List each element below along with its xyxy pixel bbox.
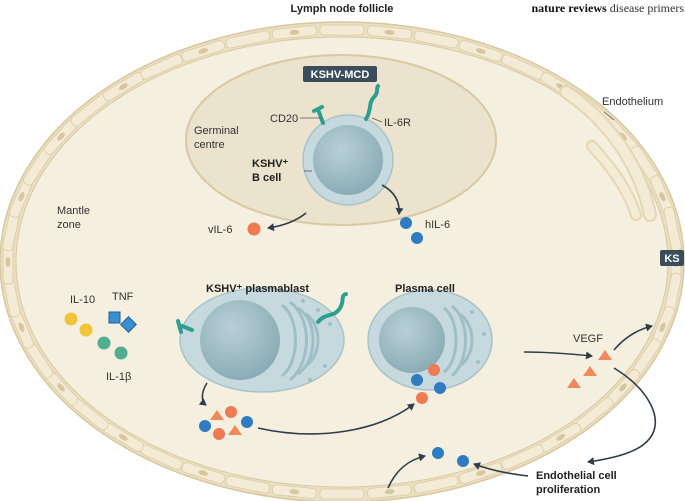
hil6-ball-icon [411,374,423,386]
vegf-triangle-icon [210,410,224,420]
il10-label: IL-10 [70,294,95,306]
label-leader-lines [300,111,615,172]
vegf-triangle-icon [583,366,597,376]
hil6-ball-icon [241,416,253,428]
receptor-il6r-icon [364,84,380,121]
vegf-triangle-icon [598,350,612,360]
il10-ball-icon [79,323,93,337]
hil6-ball-icon [411,232,423,244]
endothelial-cell-segment [225,30,271,49]
endothelial-nucleus [18,322,25,333]
hil6-ball-icon [457,455,469,467]
page-title: Lymph node follicle [291,3,394,15]
receptor-cd20-icon [312,105,325,125]
il6r-label: IL-6R [384,117,411,129]
endothelial-cell-segment [319,24,365,36]
kshv-b-cell [302,114,394,206]
hil6-ball-icon [432,447,444,459]
ks-badge: KS [660,250,684,266]
hil6-ball-icon [199,420,211,432]
plasmablast-label: KSHV⁺ plasmablast [206,283,309,295]
brand-logo: nature reviews disease primers [531,1,684,15]
il10-ball-icon [64,312,78,326]
vegf-label: VEGF [573,333,603,345]
vil6-ball-icon [225,406,237,418]
b-cell-label-2: B cell [252,172,281,184]
endothelial-nucleus [198,48,209,54]
b-cell-label-1: KSHV⁺ [252,158,289,170]
endothelial-nucleus [57,132,65,141]
kshv-mcd-badge-label: KSHV-MCD [311,69,370,81]
endothelium-label: Endothelium [602,96,663,108]
ks-badge-label: KS [664,253,679,265]
tnf-square-icon [120,316,137,333]
hil6-label: hIL-6 [425,219,450,231]
vegf-triangle-icon [228,425,242,435]
endothelial-cell-segment [140,54,183,80]
kshv-mcd-badge: KSHV-MCD [303,66,377,82]
endothelial-cell-segment [225,475,271,494]
tnf-label: TNF [112,291,134,303]
germinal-centre-label-2: centre [194,139,225,151]
endothelial-nucleus [659,191,666,202]
endothelial-nucleus [384,29,395,35]
receptor-cd20-icon [176,319,194,334]
endothelial-nucleus [18,191,25,202]
endothelial-nucleus [118,433,128,441]
brand-rest: disease primers [607,1,685,15]
mantle-zone-label-2: zone [57,219,81,231]
cd20-label: CD20 [270,113,298,125]
endothelial-nucleus [289,489,300,495]
endothelium-tube [559,85,657,222]
tnf-square-icon [108,311,121,324]
vil6-ball-icon [416,392,428,404]
receptor-il6r-icon [316,292,348,324]
endothelial-nucleus [57,383,65,392]
hil6-ball-icon [400,217,412,229]
endothelial-nucleus [198,470,209,476]
endothelial-nucleus [5,257,11,267]
endothelial-cell-segment [501,444,544,470]
plasma-cell-label: Plasma cell [395,283,455,295]
endothelial-wall-segments [2,24,682,500]
endothelial-proliferation-label-1: Endothelial cell [536,470,617,482]
endothelial-nucleus [384,489,395,495]
endothelial-nucleus [659,322,666,333]
plasma-cell [367,289,493,391]
brand-bold: nature reviews [531,1,607,15]
endothelial-proliferation-label-2: proliferation [536,484,600,496]
mantle-zone-label-1: Mantle [57,205,90,217]
endothelial-nucleus [556,433,566,441]
il1b-label: IL-1β [106,371,131,383]
endothelial-cell-segment [319,488,365,500]
vil6-ball-icon [428,364,440,376]
hil6-ball-icon [434,382,446,394]
endothelial-nucleus [475,48,486,54]
vegf-triangle-icon [567,378,581,388]
endothelial-nucleus [118,83,128,91]
endothelial-nucleus [619,132,627,141]
endothelial-cell-segment [413,475,459,494]
vil6-label: vIL-6 [208,224,232,236]
il1b-ball-icon [97,336,111,350]
endothelial-nucleus [475,470,486,476]
germinal-centre-label-1: Germinal [194,125,239,137]
endothelial-cell-segment [413,30,459,49]
arrow-icon [198,184,657,489]
endothelial-nucleus [619,383,627,392]
kshv-plasmablast-cell [179,287,345,393]
vil6-ball-icon [213,428,225,440]
vil6-ball-icon [247,222,261,236]
endothelial-nucleus [289,29,300,35]
il1b-ball-icon [114,346,128,360]
